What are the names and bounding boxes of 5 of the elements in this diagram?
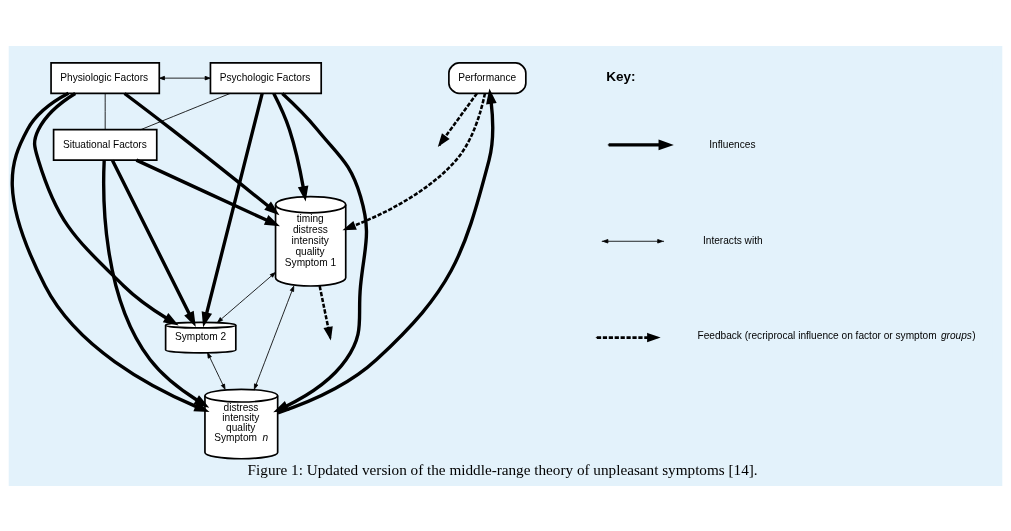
label: Key: [606, 68, 636, 84]
caption: Figure 1: Updated version of the middle-range theory of unpleasant symptoms [14]. [247, 460, 758, 477]
legend-label: Feedback (recriprocal influence on factor or symptom groups) [697, 329, 976, 341]
legend-label: Influences [709, 138, 756, 150]
legend-label: Interacts with [702, 234, 763, 246]
